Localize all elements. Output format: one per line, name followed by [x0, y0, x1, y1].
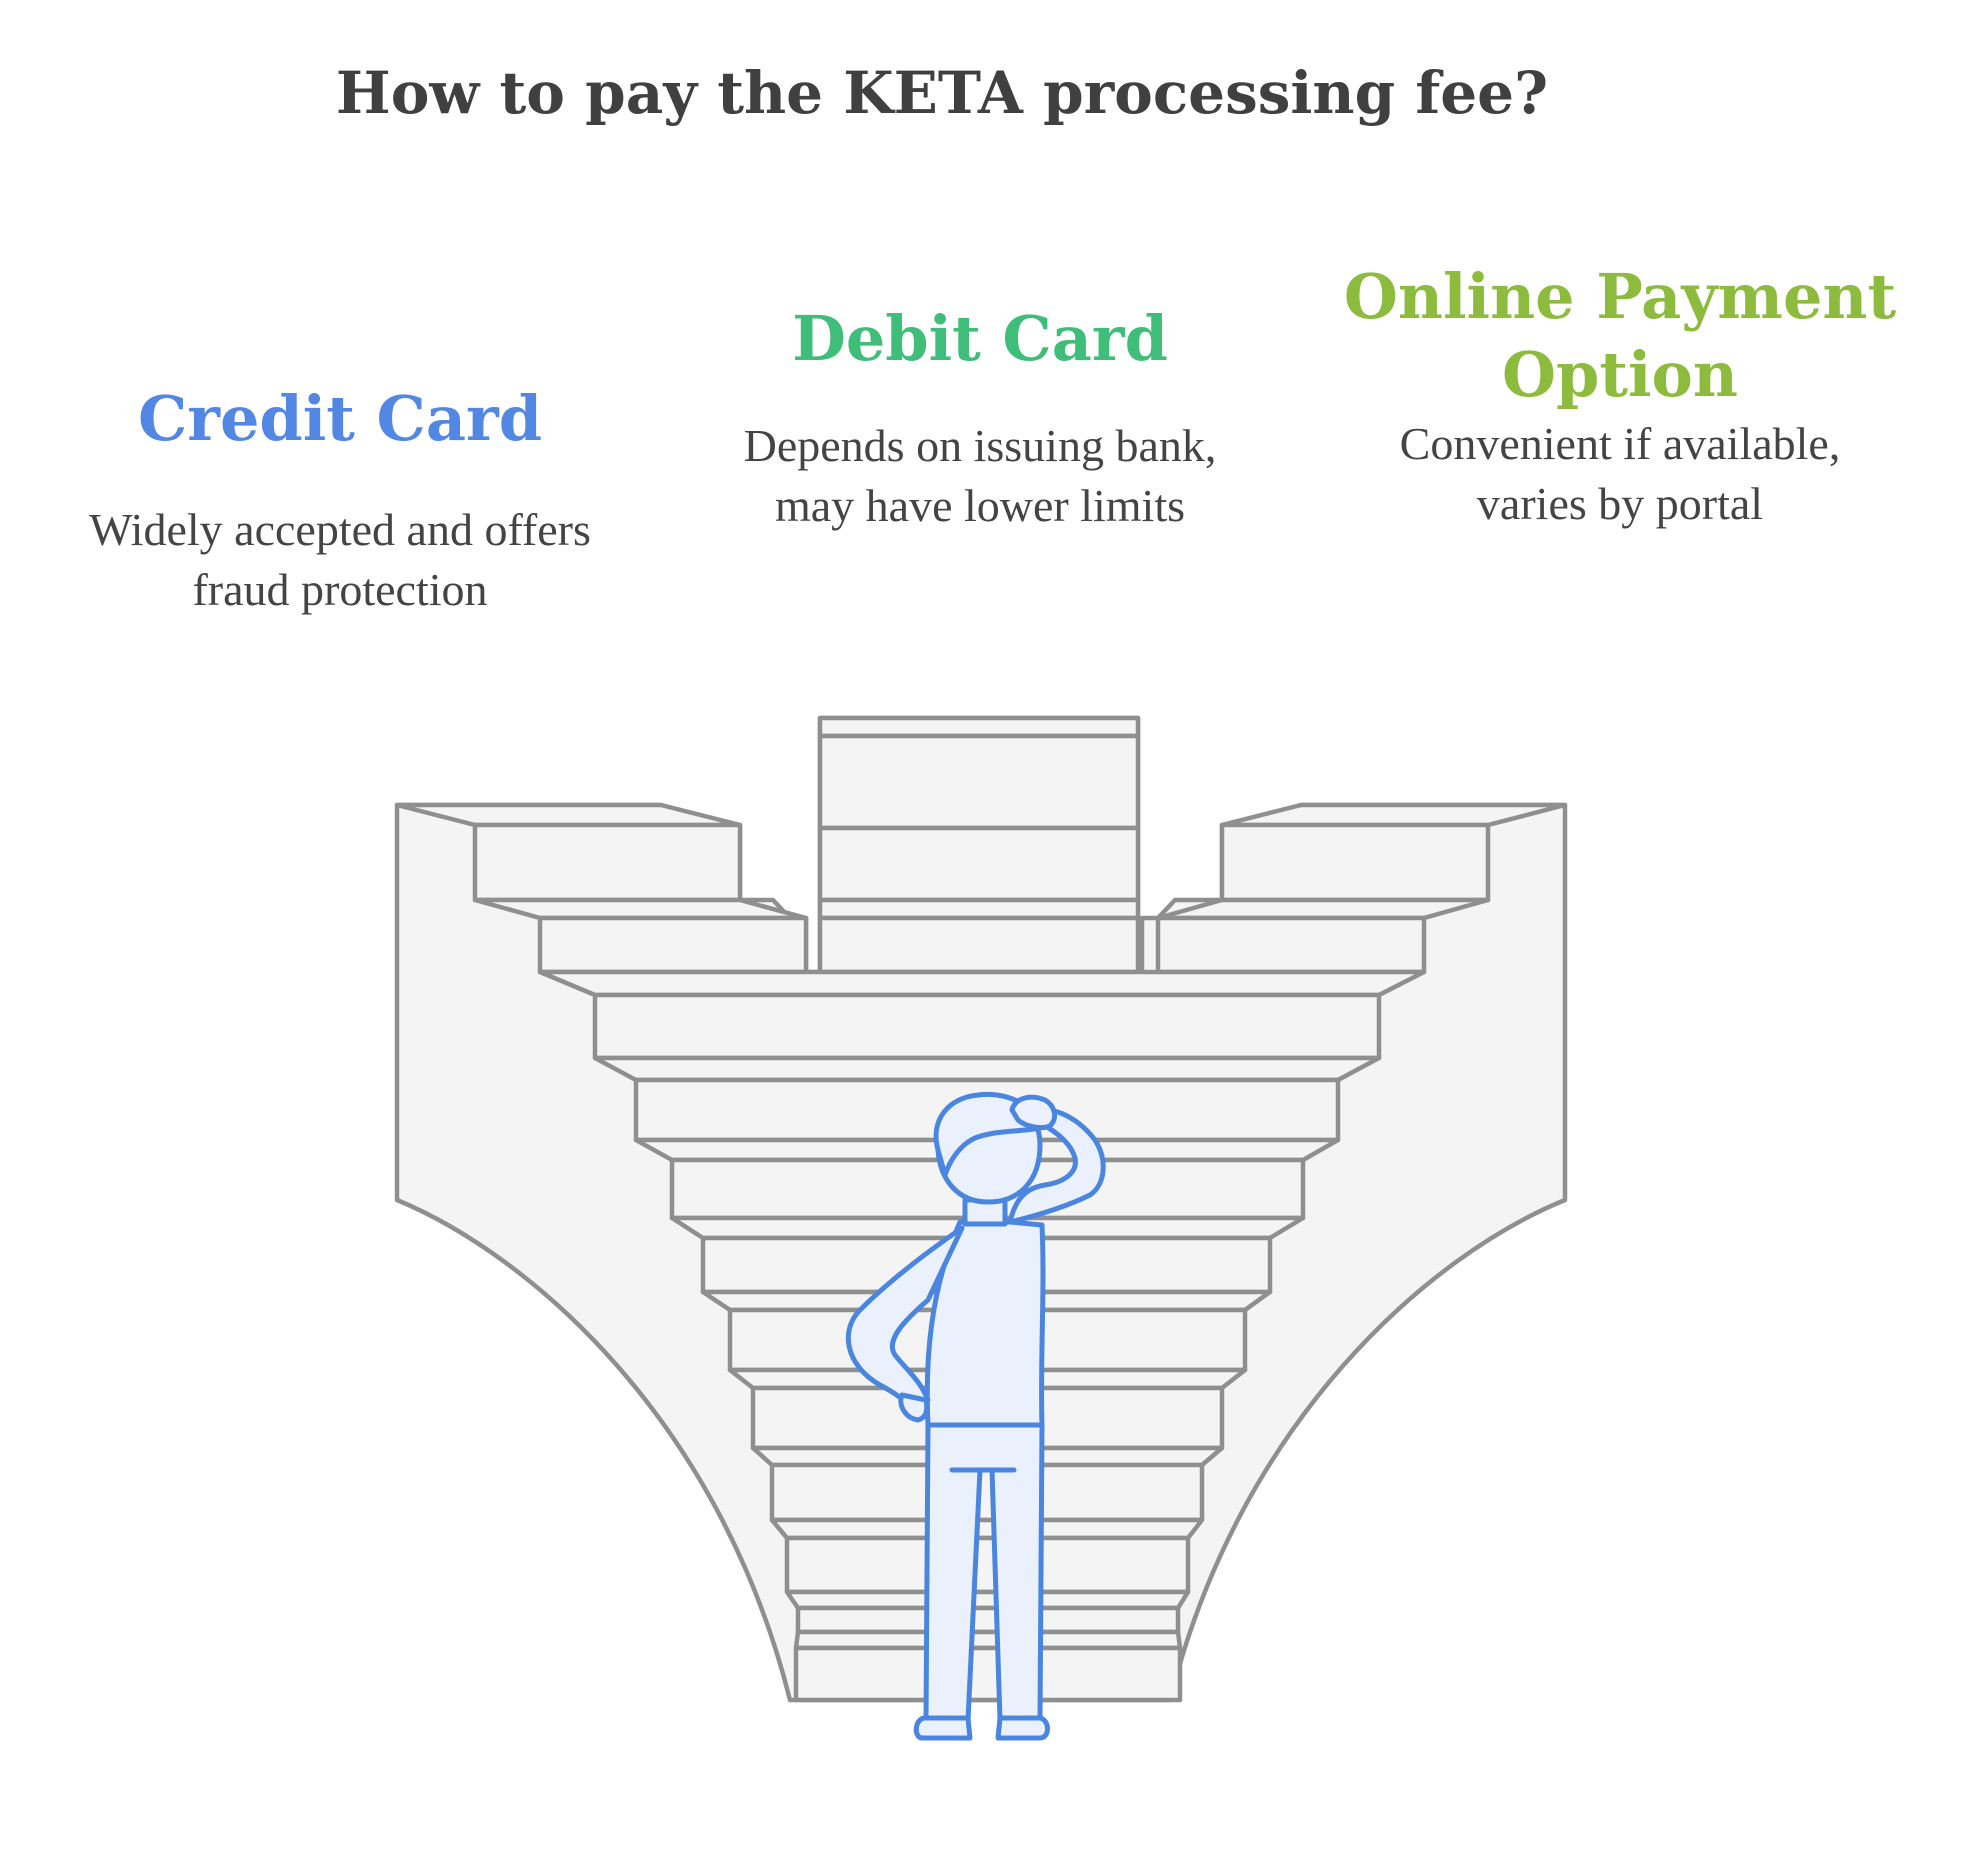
person-left-arm	[845, 1225, 965, 1413]
person-left-hand	[898, 1392, 930, 1423]
option-online-payment-title: Online Payment Option	[1343, 260, 1897, 411]
lower-step-tread	[537, 969, 1427, 998]
right-step-2-top	[1155, 897, 1491, 921]
lower-step-riser	[592, 992, 1382, 1061]
person-torso	[924, 1219, 1046, 1428]
lower-step-tread	[793, 1629, 1183, 1651]
person-left-foot	[913, 1715, 973, 1741]
option-credit-card: Credit Card Widely accepted and offers f…	[60, 380, 620, 620]
lower-step-riser	[769, 1462, 1205, 1523]
left-step-1	[472, 822, 743, 903]
center-step-1	[817, 715, 1141, 739]
left-step-2	[537, 915, 809, 975]
option-online-payment-description: Convenient if available, varies by porta…	[1399, 418, 1841, 529]
diagram-title: How to pay the KETA processing fee?	[335, 59, 1549, 127]
person-right-foot	[995, 1715, 1050, 1741]
lower-step-tread	[592, 1055, 1382, 1083]
right-step-1	[1219, 822, 1491, 903]
lower-step-riser	[795, 1605, 1181, 1635]
lower-step-tread	[769, 1517, 1205, 1541]
option-debit-card-title: Debit Card	[792, 302, 1168, 375]
center-step-2	[817, 733, 1141, 831]
lower-steps	[537, 969, 1427, 1703]
lower-step-riser	[784, 1535, 1191, 1595]
left-step-2-top	[472, 897, 809, 921]
option-debit-card-description: Depends on issuing bank, may have lower …	[743, 420, 1217, 531]
lower-step-tread	[784, 1589, 1191, 1611]
lower-step-riser	[793, 1645, 1183, 1703]
option-online-payment: Online Payment Option Convenient if avai…	[1340, 258, 1900, 534]
person-head-hand	[1009, 1094, 1058, 1131]
right-step-2	[1155, 915, 1427, 975]
confused-person-icon	[845, 1091, 1106, 1741]
center-step-4	[817, 897, 1141, 921]
center-step-3	[817, 825, 1141, 903]
option-debit-card: Debit Card Depends on issuing bank, may …	[700, 300, 1260, 536]
option-credit-card-title: Credit Card	[137, 382, 543, 455]
center-step-5	[817, 915, 1141, 975]
option-credit-card-description: Widely accepted and offers fraud protect…	[89, 504, 591, 615]
